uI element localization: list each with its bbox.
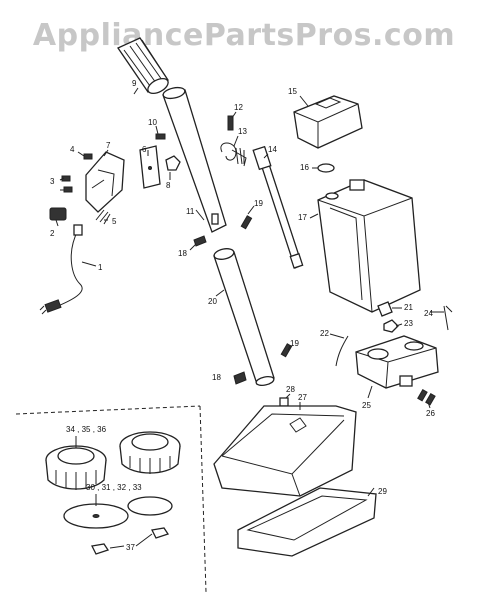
part-16-cap [317, 163, 335, 173]
label-part-11: 11 [186, 207, 195, 216]
part-19-screw-upper [240, 215, 253, 230]
part-13-spring-clip [220, 142, 247, 167]
label-part-18-upper: 18 [178, 249, 187, 258]
part-2-switch [49, 207, 67, 221]
part-15-tank-lid [293, 95, 363, 149]
brush-group-separator [15, 405, 207, 593]
part-9-handle-grip [117, 37, 169, 95]
label-part-10: 10 [148, 118, 157, 127]
label-part-18-lower: 18 [212, 373, 221, 382]
part-25-pump-bracket [355, 335, 439, 389]
part-28-knob [279, 397, 289, 407]
label-part-7: 7 [106, 141, 111, 150]
part-18-screw-lower [233, 371, 247, 385]
part-5-connector [95, 209, 111, 225]
label-part-28: 28 [286, 385, 295, 394]
label-part-14: 14 [268, 145, 277, 154]
label-part-29: 29 [378, 487, 387, 496]
label-part-16: 16 [300, 163, 309, 172]
label-part-17: 17 [298, 213, 307, 222]
label-part-21: 21 [404, 303, 413, 312]
label-part-19-upper: 19 [254, 199, 263, 208]
label-part-19-lower: 19 [290, 339, 299, 348]
part-1-power-cord [39, 224, 83, 315]
part-22-hose [335, 335, 349, 367]
label-part-15: 15 [288, 87, 297, 96]
label-parts-30-31-32-33: 30 , 31 , 32 , 33 [86, 483, 142, 492]
label-part-25: 25 [362, 401, 371, 410]
label-part-26: 26 [426, 409, 435, 418]
part-37-clips [91, 527, 170, 555]
part-7-bracket [85, 151, 125, 213]
part-26-screws [417, 388, 436, 406]
part-34-brush-left [45, 445, 107, 490]
label-part-37: 37 [126, 543, 135, 552]
part-31-pad-right [127, 496, 173, 516]
label-part-23: 23 [404, 319, 413, 328]
label-part-9: 9 [132, 79, 137, 88]
part-11-upper-handle-tube [162, 86, 227, 233]
part-24-clip [443, 305, 453, 331]
label-part-20: 20 [208, 297, 217, 306]
part-4-screw [83, 153, 93, 160]
part-20-lower-handle-tube [213, 248, 275, 386]
label-parts-34-35-36: 34 , 35 , 36 [66, 425, 107, 434]
part-29-drip-tray [237, 487, 377, 557]
part-17-solution-tank [317, 179, 421, 313]
leader-lines [55, 87, 444, 549]
part-35-brush-right [119, 431, 181, 474]
part-23-fitting [383, 319, 399, 333]
label-part-4: 4 [70, 145, 75, 154]
part-12-screw [227, 115, 234, 131]
part-6-plate [139, 145, 161, 189]
label-part-3: 3 [50, 177, 55, 186]
label-part-2: 2 [50, 229, 55, 238]
label-part-22: 22 [320, 329, 329, 338]
part-30-pad-left [63, 503, 129, 529]
label-part-13: 13 [238, 127, 247, 136]
part-10-screw [155, 133, 166, 140]
label-part-5: 5 [112, 217, 117, 226]
label-part-27: 27 [298, 393, 307, 402]
label-part-8: 8 [166, 181, 171, 190]
part-14-support-rod [252, 145, 304, 269]
label-part-12: 12 [234, 103, 243, 112]
part-27-base-housing [213, 405, 357, 497]
part-8-nut [165, 155, 181, 171]
label-part-1: 1 [98, 263, 103, 272]
watermark-text: AppliancePartsPros.com [32, 18, 456, 53]
part-labels: 9 10 12 13 14 15 16 17 6 8 7 4 3 2 5 1 1… [50, 79, 435, 552]
label-part-6: 6 [142, 145, 147, 154]
label-part-24: 24 [424, 309, 433, 318]
part-21-valve [377, 301, 393, 317]
